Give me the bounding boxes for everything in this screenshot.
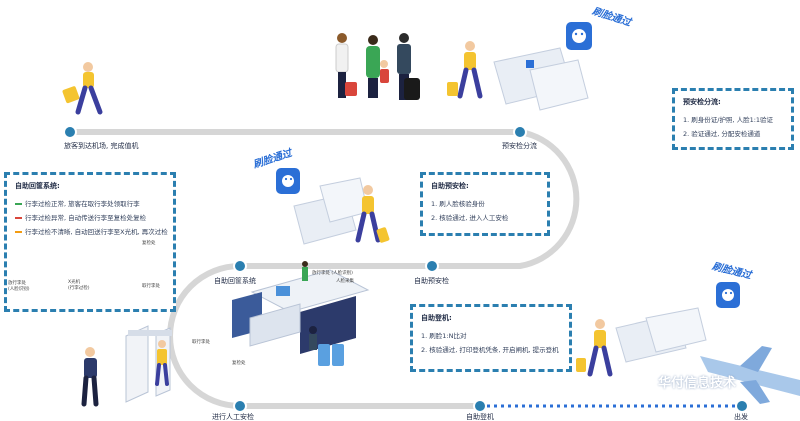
face-badge-1 (566, 22, 592, 50)
info-box-baggage-title: 自助回筐系统: (15, 182, 60, 190)
info-box-presec: 自助预安检: 1. 刷人脸核验身份 2. 核验通过, 进入人工安检 (420, 172, 550, 236)
info-box-split-item: 1. 刷身份证/护照, 人脸1:1验证 (683, 116, 774, 124)
info-box-baggage: 自助回筐系统: 行李过检正常, 旅客在取行李处领取行李 行李过检异常, 自动传送… (4, 172, 176, 312)
baggage-conveyor (232, 261, 370, 366)
info-box-baggage-item: 行李过检异常, 自动传送行李至复检处复检 (15, 211, 165, 225)
face-gate-2 (293, 177, 369, 245)
scene-label-face-capture: 人脸采集 (336, 279, 354, 284)
scene-label-recheck: 复检处 (232, 361, 246, 366)
label-presecurity-split: 预安检分流 (502, 142, 537, 150)
flow-nodes (63, 125, 749, 413)
face-badge-2 (276, 168, 300, 194)
diagram-label-pickup: 取行李处 (142, 284, 160, 289)
airplane-icon (700, 346, 800, 404)
info-box-presec-item: 2. 核验通过, 进入人工安检 (431, 214, 509, 222)
info-box-split-title: 预安检分流: (683, 98, 721, 106)
diagram-label-recheck: 复检处 (142, 241, 156, 246)
info-box-boarding-title: 自助登机: (421, 314, 452, 322)
info-box-boarding-item: 2. 核验通过, 打印登机凭条, 开启闸机, 提示登机 (421, 346, 559, 354)
label-depart: 出发 (734, 413, 748, 421)
passenger-at-security (155, 340, 169, 386)
label-self-presecurity: 自助预安检 (414, 277, 449, 285)
diagram-label-dropoff: 放行李处 (人脸识别) (8, 281, 30, 292)
watermark: 华付信息技术 (658, 376, 737, 391)
traveler-figure-4 (576, 319, 613, 377)
traveler-figure-3 (355, 185, 390, 243)
traveler-figure-1 (62, 62, 103, 115)
info-box-presec-item: 1. 刷人脸核验身份 (431, 200, 485, 208)
face-gate-1 (493, 47, 589, 111)
security-officer (81, 347, 99, 407)
info-box-boarding: 自助登机: 1. 刷脸1:N比对 2. 核验通过, 打印登机凭条, 开启闸机, … (410, 304, 572, 372)
info-box-split: 预安检分流: 1. 刷身份证/护照, 人脸1:1验证 2. 验证通过, 分配安检… (672, 88, 794, 150)
label-checkin: 旅客到达机场, 完成值机 (64, 142, 139, 150)
label-manual-security: 进行人工安检 (212, 413, 254, 421)
diagram-label-xray: X光机 (行李过检) (68, 280, 90, 291)
scene-label-dropoff: 放行李处 (人脸识别) (312, 271, 353, 276)
face-gate-3 (615, 307, 707, 363)
info-box-split-item: 2. 验证通过, 分配安检通道 (683, 130, 761, 138)
label-self-boarding: 自助登机 (466, 413, 494, 421)
face-badge-3 (716, 282, 740, 308)
info-box-baggage-item: 行李过检正常, 旅客在取行李处领取行李 (15, 197, 165, 211)
family-group (335, 33, 420, 100)
scene-label-pickup: 取行李处 (192, 340, 210, 345)
traveler-figure-2 (447, 41, 483, 99)
info-box-presec-title: 自助预安检: (431, 182, 469, 190)
info-box-baggage-item: 行李过检不清晰, 自动回送行李至X光机, 再次过检 (15, 225, 168, 239)
label-baggage-system: 自助回筐系统 (214, 277, 256, 285)
info-box-boarding-item: 1. 刷脸1:N比对 (421, 332, 467, 340)
